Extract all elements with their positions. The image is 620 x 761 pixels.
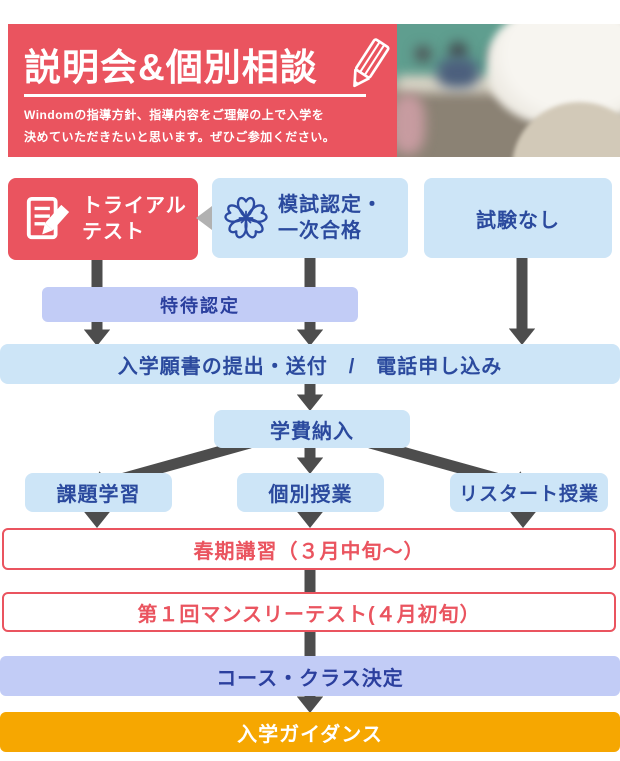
kadai-label: 課題学習 bbox=[56, 484, 141, 506]
sakura-icon bbox=[224, 196, 268, 239]
banner-description: Windomの指導方針、指導内容をご理解の上で入学を 決めていただきたいと思いま… bbox=[24, 104, 384, 148]
tokutai-label: 特待認定 bbox=[160, 295, 240, 316]
page-title: 説明会&個別相談 bbox=[24, 47, 318, 88]
restart-label: リスタート授業 bbox=[458, 484, 599, 505]
spring-course-label: 春期講習（３月中旬～） bbox=[193, 540, 425, 563]
course-decision-label: コース・クラス決定 bbox=[216, 667, 404, 690]
left-arrow-icon bbox=[196, 206, 212, 230]
student-shirt-blob bbox=[437, 58, 479, 88]
student-blob bbox=[397, 94, 425, 154]
banner-divider bbox=[24, 94, 366, 97]
mock-exam-label: 模試認定・ 一次合格 bbox=[278, 194, 383, 242]
banner-description-line1: Windomの指導方針、指導内容をご理解の上で入学を bbox=[24, 108, 325, 122]
flow-node-kadai: 課題学習 bbox=[25, 473, 172, 512]
kobetsu-label: 個別授業 bbox=[268, 484, 353, 506]
flow-node-restart: リスタート授業 bbox=[450, 473, 608, 512]
tuition-label: 学費納入 bbox=[270, 420, 354, 443]
student-head-blob bbox=[415, 46, 431, 62]
trial-test-label: トライアル テスト bbox=[82, 195, 187, 243]
flow-node-guidance: 入学ガイダンス bbox=[0, 712, 620, 752]
flow-node-tokutai: 特待認定 bbox=[42, 287, 358, 322]
banner-description-line2: 決めていただきたいと思います。ぜひご参加ください。 bbox=[24, 130, 336, 145]
flow-node-tuition: 学費納入 bbox=[214, 410, 410, 448]
flow-node-no-exam: 試験なし bbox=[424, 178, 612, 258]
monthly-test-label: 第１回マンスリーテスト(４月初旬） bbox=[137, 603, 481, 626]
flow-node-trial-test: トライアル テスト bbox=[8, 178, 198, 260]
guidance-label: 入学ガイダンス bbox=[237, 723, 383, 746]
no-exam-label: 試験なし bbox=[476, 209, 560, 232]
classroom-photo bbox=[397, 24, 620, 157]
flow-node-mock-exam: 模試認定・ 一次合格 bbox=[212, 178, 408, 258]
document-pencil-icon bbox=[26, 196, 70, 240]
flow-node-kobetsu: 個別授業 bbox=[237, 473, 384, 512]
flow-node-course-decision: コース・クラス決定 bbox=[0, 656, 620, 696]
student-head-blob bbox=[449, 42, 467, 60]
pencil-icon bbox=[353, 38, 390, 88]
flow-node-monthly-test: 第１回マンスリーテスト(４月初旬） bbox=[2, 592, 616, 632]
application-label: 入学願書の提出・送付 / 電話申し込み bbox=[117, 355, 503, 378]
flow-node-spring-course: 春期講習（３月中旬～） bbox=[2, 528, 616, 570]
flow-node-application: 入学願書の提出・送付 / 電話申し込み bbox=[0, 344, 620, 384]
header-banner: 説明会&個別相談 Windomの指導方針、指導内容をご理解の上で入学を 決めてい… bbox=[8, 24, 397, 157]
